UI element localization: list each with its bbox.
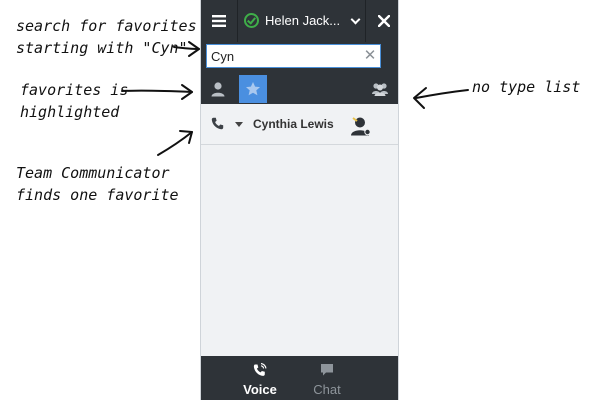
tab-chat-label: Chat — [313, 382, 341, 397]
annotation-finds: Team Communicator finds one favorite — [16, 164, 179, 204]
list-item[interactable]: Cynthia Lewis — [201, 104, 398, 145]
arrow-to-group-filter — [415, 89, 469, 99]
call-button[interactable] — [211, 117, 224, 135]
filter-favorites-button[interactable] — [239, 75, 267, 103]
chevron-down-icon — [350, 14, 361, 25]
ready-check-icon — [244, 13, 259, 28]
phone-icon — [211, 117, 224, 130]
clear-search-icon[interactable]: ✕ — [363, 47, 377, 64]
chat-bubble-icon — [321, 364, 333, 376]
search-bar: ✕ — [201, 42, 398, 72]
arrow-to-result — [157, 131, 193, 156]
annotation-favorites: favorites is highlighted — [20, 81, 129, 121]
tab-voice-label: Voice — [243, 382, 277, 397]
close-button[interactable] — [365, 0, 398, 42]
agent-name: Helen Jack... — [265, 13, 341, 28]
team-communicator-panel: Helen Jack... ✕ — [200, 0, 399, 400]
action-dropdown-caret[interactable] — [235, 122, 243, 127]
filter-bar — [201, 72, 398, 104]
close-x-icon — [377, 15, 390, 27]
annotation-search: search for favorites starting with "Cyn" — [16, 17, 197, 57]
results-empty-area — [201, 145, 398, 356]
person-icon — [211, 82, 225, 97]
bottom-bar: Voice Chat — [201, 356, 398, 400]
menu-button[interactable] — [201, 0, 238, 42]
phone-icon — [253, 362, 267, 376]
group-icon — [372, 83, 388, 96]
star-icon — [246, 82, 260, 96]
contact-name: Cynthia Lewis — [253, 117, 334, 131]
annotation-no-type: no type list — [472, 78, 581, 96]
filter-groups-button[interactable] — [366, 75, 394, 103]
search-input[interactable] — [206, 44, 381, 68]
hamburger-menu-icon — [212, 15, 226, 27]
tab-chat[interactable]: Chat — [297, 356, 357, 400]
top-bar: Helen Jack... — [201, 0, 398, 42]
filter-all-contacts-button[interactable] — [204, 75, 232, 103]
arrow-to-favorites — [121, 89, 193, 93]
tab-voice[interactable]: Voice — [230, 356, 290, 400]
contact-avatar-icon — [350, 116, 372, 141]
